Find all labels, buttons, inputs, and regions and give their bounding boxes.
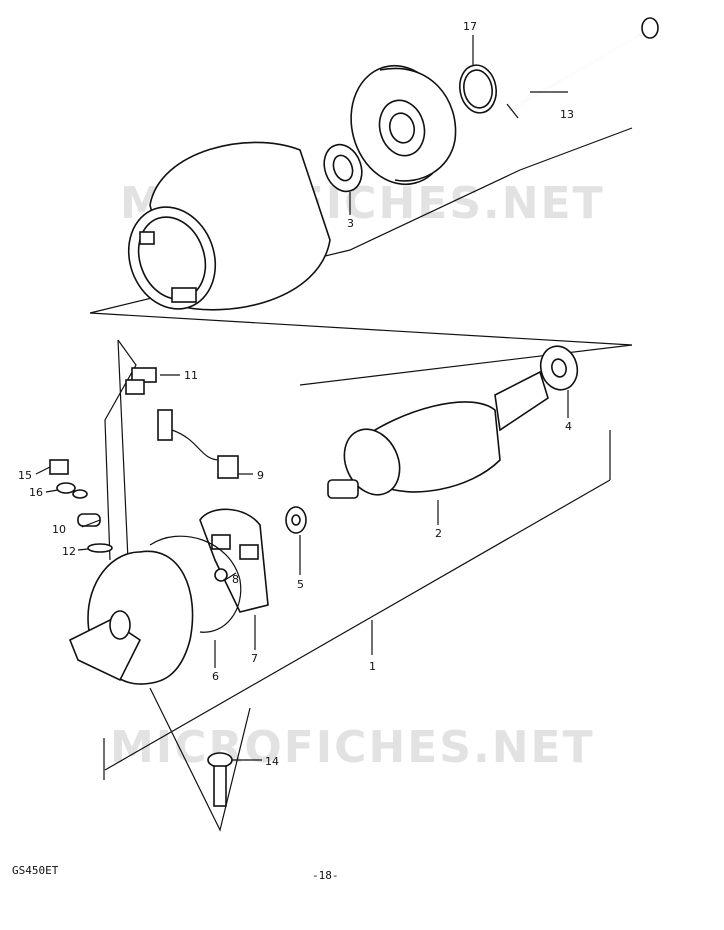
callout-11: 11 — [184, 369, 198, 382]
callout-4: 4 — [565, 420, 572, 433]
callout-14: 14 — [265, 755, 279, 768]
callout-12: 12 — [62, 545, 76, 558]
through-bolt — [506, 17, 659, 119]
washer-4 — [539, 345, 579, 391]
callout-13: 13 — [560, 108, 574, 121]
terminal-insulator — [125, 367, 157, 395]
callout-8: 8 — [232, 573, 239, 586]
callout-7: 7 — [251, 652, 258, 665]
o-ring-6 — [149, 535, 242, 633]
callout-15: 15 — [18, 469, 32, 482]
callout-2: 2 — [435, 527, 442, 540]
washer-16 — [56, 482, 76, 494]
small-parts — [49, 459, 113, 553]
callout-1: 1 — [369, 660, 376, 673]
screw-14 — [207, 752, 233, 807]
armature — [327, 370, 549, 499]
front-bracket — [68, 550, 194, 685]
watermark-bottom: MICROFICHES.NET — [110, 722, 595, 773]
callout-6: 6 — [212, 670, 219, 683]
o-ring — [458, 64, 498, 114]
callout-labels: 1 2 3 4 5 6 7 8 9 10 11 12 13 14 15 16 1… — [18, 20, 574, 768]
brush-holder-assembly — [199, 508, 269, 613]
brush-lead — [157, 409, 239, 479]
callout-9: 9 — [257, 469, 264, 482]
callout-3: 3 — [347, 217, 354, 230]
rear-end-cover — [350, 64, 457, 186]
oil-seal — [323, 143, 363, 193]
callout-17: 17 — [463, 20, 477, 33]
page-number: -18- — [312, 869, 339, 882]
washer-5 — [285, 506, 307, 534]
callout-16: 16 — [29, 486, 43, 499]
model-code: GS450ET — [12, 864, 59, 877]
callout-5: 5 — [297, 578, 304, 591]
leader-lines — [35, 35, 569, 761]
yoke-housing — [127, 141, 331, 311]
nut-15 — [49, 459, 69, 475]
callout-10: 10 — [52, 523, 66, 536]
o-ring-12 — [87, 543, 113, 553]
